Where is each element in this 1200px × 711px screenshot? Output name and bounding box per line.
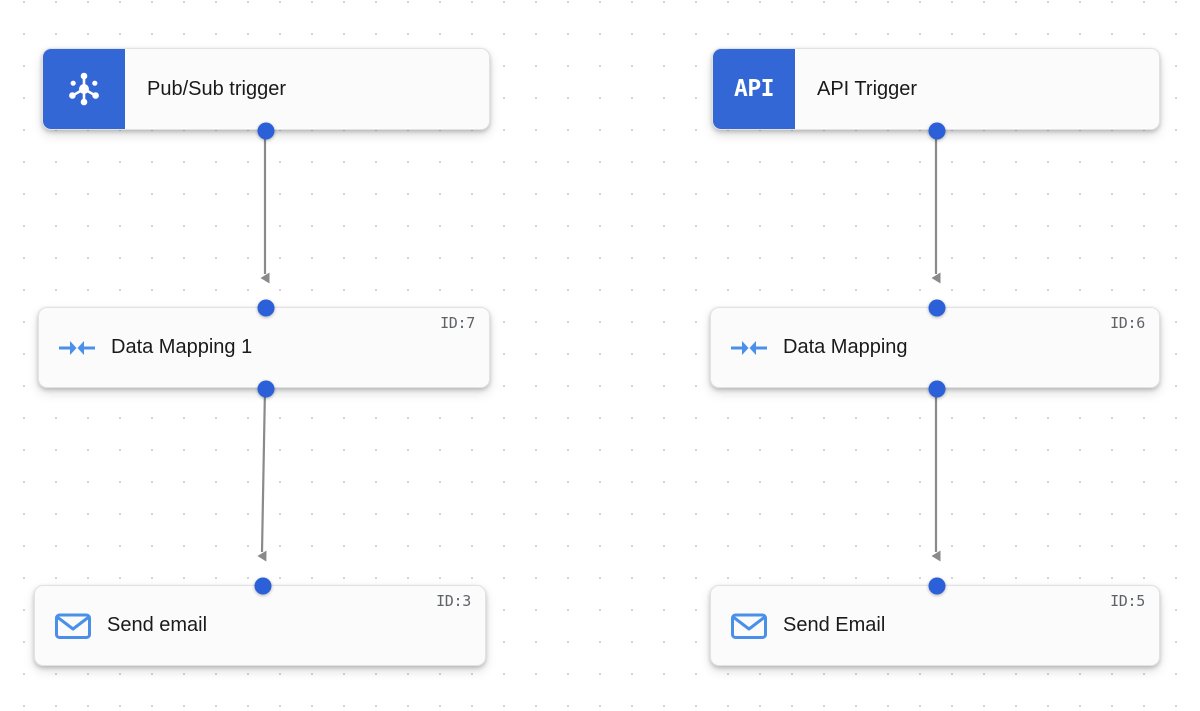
- output-port[interactable]: [928, 122, 946, 140]
- envelope-icon: [35, 586, 95, 665]
- node-id-label: ID:6: [1110, 314, 1145, 332]
- node-id-label: ID:5: [1110, 592, 1145, 610]
- node-body: Data Mapping ID:6: [771, 308, 1159, 387]
- output-port[interactable]: [257, 122, 275, 140]
- node-body: API Trigger: [795, 49, 1159, 129]
- data-mapping-arrows-icon: [39, 308, 99, 387]
- node-send-email-2[interactable]: Send Email ID:5: [710, 577, 1160, 666]
- api-icon-label: API: [733, 75, 775, 102]
- node-title: API Trigger: [817, 77, 918, 100]
- input-port[interactable]: [928, 299, 946, 317]
- pubsub-hub-icon: [43, 49, 125, 129]
- node-send-email[interactable]: Send email ID:3: [34, 577, 486, 666]
- data-mapping-arrows-icon: [711, 308, 771, 387]
- node-data-mapping-1[interactable]: Data Mapping 1 ID:7: [38, 299, 490, 398]
- node-api-trigger[interactable]: API API Trigger: [712, 48, 1160, 140]
- node-title: Pub/Sub trigger: [147, 77, 286, 100]
- node-id-label: ID:3: [436, 592, 471, 610]
- node-body: Pub/Sub trigger: [125, 49, 489, 129]
- api-text-icon: API: [713, 49, 795, 129]
- node-id-label: ID:7: [440, 314, 475, 332]
- node-title: Send Email: [783, 614, 886, 636]
- output-port[interactable]: [928, 380, 946, 398]
- output-port[interactable]: [257, 380, 275, 398]
- node-data-mapping[interactable]: Data Mapping ID:6: [710, 299, 1160, 398]
- envelope-icon: [711, 586, 771, 665]
- input-port[interactable]: [254, 577, 272, 595]
- node-body: Data Mapping 1 ID:7: [99, 308, 489, 387]
- node-body: Send email ID:3: [95, 586, 485, 665]
- node-title: Send email: [107, 614, 208, 636]
- node-title: Data Mapping 1: [111, 336, 253, 358]
- edge-datamapping-to-sendemail: [257, 387, 267, 562]
- input-port[interactable]: [257, 299, 275, 317]
- input-port[interactable]: [928, 577, 946, 595]
- node-body: Send Email ID:5: [771, 586, 1159, 665]
- node-pubsub-trigger[interactable]: Pub/Sub trigger: [42, 48, 490, 140]
- node-title: Data Mapping: [783, 336, 908, 358]
